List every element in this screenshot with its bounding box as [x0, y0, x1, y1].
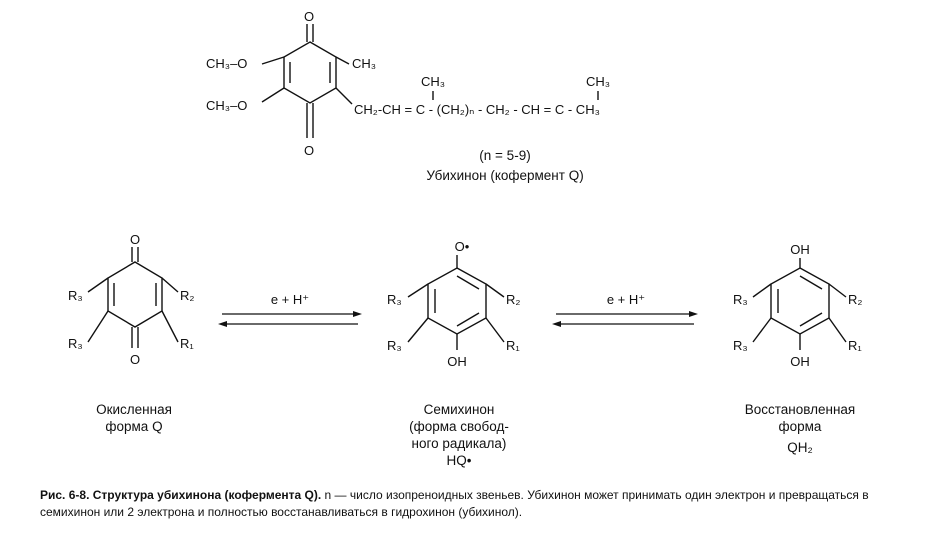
- ubiquinone-chain-methyl-2: CH₃: [586, 74, 610, 89]
- arrow-label-2: e + H⁺: [607, 292, 645, 307]
- semiquinone-name-line2: (форма свобод-: [409, 419, 509, 434]
- caption-title: Рис. 6-8. Структура убихинона (кофермент…: [40, 488, 322, 502]
- equilibrium-arrow-1: [218, 311, 362, 327]
- semiquinone-name-line1: Семихинон: [424, 402, 495, 417]
- hydroquinone-name-line2: форма: [779, 419, 822, 434]
- quinone-o-bottom: O: [130, 352, 140, 367]
- semiquinone-oh: OH: [447, 354, 467, 369]
- ubiquinone-methyl: CH₃: [352, 56, 376, 71]
- ubiquinone-methoxy-top: CH₃–O: [206, 56, 247, 71]
- figure-caption: Рис. 6-8. Структура убихинона (кофермент…: [40, 487, 900, 521]
- hydroquinone-oh-bottom: OH: [790, 354, 810, 369]
- hydroquinone-name-line1: Восстановленная: [745, 402, 856, 417]
- semiquinone-r1: R₁: [506, 338, 520, 353]
- ubiquinone-methoxy-bottom: CH₃–O: [206, 98, 247, 113]
- quinone-r3-bottom: R₃: [68, 336, 83, 351]
- quinone-name-line1: Окисленная: [96, 402, 172, 417]
- quinone-name-line2: форма Q: [105, 419, 162, 434]
- hydroquinone-ring: [752, 258, 847, 350]
- hydroquinone-name-line3: QH₂: [787, 440, 813, 455]
- semiquinone-name-line4: HQ•: [447, 453, 472, 468]
- ubiquinone-ring: [261, 24, 599, 138]
- arrow-label-1: e + H⁺: [271, 292, 309, 307]
- ubiquinone-isoprenoid-chain: CH₂-CH = C - (CH₂)ₙ - CH₂ - CH = C - CH₃: [354, 102, 600, 117]
- ubiquinone-chain-methyl-1: CH₃: [421, 74, 445, 89]
- ubiquinone-o-top: O: [304, 9, 314, 24]
- hydroquinone-r3-top: R₃: [733, 292, 748, 307]
- semiquinone-o-radical: O•: [455, 239, 470, 254]
- quinone-o-top: O: [130, 232, 140, 247]
- hydroquinone-oh-top: OH: [790, 242, 810, 257]
- semiquinone-r2: R₂: [506, 292, 520, 307]
- ubiquinone-name: Убихинон (кофермент Q): [426, 168, 583, 183]
- ubiquinone-n-range: (n = 5-9): [479, 148, 530, 163]
- hydroquinone-r3-bottom: R₃: [733, 338, 748, 353]
- quinone-ring: [87, 247, 179, 348]
- quinone-r2: R₂: [180, 288, 194, 303]
- quinone-r3-top: R₃: [68, 288, 83, 303]
- caption-text: n — число изопреноидных звеньев. Убихино…: [40, 488, 869, 519]
- semiquinone-name-line3: ного радикала): [412, 436, 507, 451]
- hydroquinone-r1: R₁: [848, 338, 862, 353]
- quinone-r1: R₁: [180, 336, 194, 351]
- semiquinone-r3-bottom: R₃: [387, 338, 402, 353]
- ubiquinone-o-bottom: O: [304, 143, 314, 158]
- hydroquinone-r2: R₂: [848, 292, 862, 307]
- equilibrium-arrow-2: [552, 311, 698, 327]
- semiquinone-ring: [407, 255, 505, 350]
- semiquinone-r3-top: R₃: [387, 292, 402, 307]
